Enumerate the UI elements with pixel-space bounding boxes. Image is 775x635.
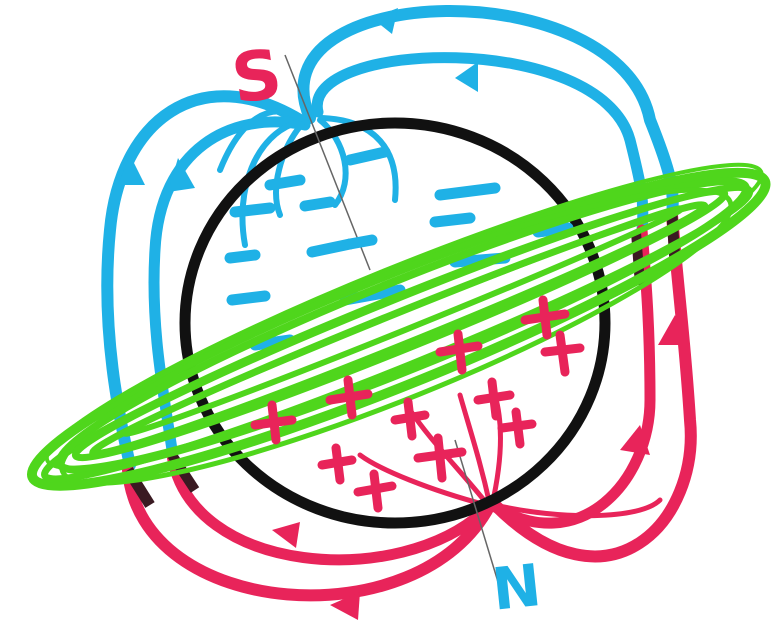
planet-ring [26, 162, 771, 491]
plus-charge [520, 295, 570, 340]
plus-charge [413, 433, 467, 483]
plus-charge [390, 397, 430, 441]
plus-charge [250, 400, 297, 445]
rotation-axis-lower [454, 439, 506, 606]
blue-field-line-inner-left [148, 116, 311, 456]
plus-charge [353, 469, 397, 513]
minus-charge [264, 174, 306, 191]
plus-charge [325, 375, 373, 420]
minus-charge [226, 290, 271, 306]
minus-charge [344, 146, 391, 166]
blue-inner-curve-2 [273, 121, 305, 218]
blue-inner-curve-1 [239, 119, 301, 248]
negative-charges [224, 146, 574, 351]
minus-charge [229, 202, 276, 218]
plus-charge [497, 407, 537, 449]
arrow-icon [118, 155, 145, 185]
north-pole-label: N [489, 551, 544, 624]
plus-charge [435, 329, 483, 375]
positive-charges [250, 295, 585, 513]
ring-stroke [121, 205, 685, 437]
minus-charge [344, 234, 378, 250]
plus-charge [317, 443, 357, 485]
blue-field-lines [101, 5, 679, 471]
rotation-axis [284, 54, 371, 271]
red-inner-curve-4 [357, 452, 489, 508]
sphere-outline [179, 117, 611, 529]
arrow-icon [658, 315, 688, 345]
blue-inner-curve-5 [217, 108, 303, 173]
ring-stroke [44, 162, 764, 470]
red-inner-curve-5 [492, 497, 663, 519]
arrow-icon [168, 158, 195, 192]
red-inner-curve-2 [457, 392, 493, 508]
red-field-line-outer-left [122, 464, 496, 602]
blue-inner-curve-4 [319, 115, 399, 203]
ring-stroke [59, 187, 734, 486]
minus-charge [429, 212, 476, 228]
minus-charge [532, 222, 574, 238]
arrow-icon [272, 522, 300, 548]
south-pole-label: S [227, 35, 287, 120]
plus-charge [540, 330, 585, 377]
minus-charge [434, 182, 501, 201]
arrow-icon [372, 8, 398, 34]
sphere [179, 54, 611, 606]
minus-charge [224, 249, 261, 264]
blue-field-line-outer-right [297, 5, 679, 221]
minus-charge [306, 238, 356, 258]
arrow-icon [455, 62, 478, 92]
arrow-icon [330, 592, 360, 620]
minus-charge [299, 196, 336, 212]
red-field-line-outer-right [489, 209, 697, 563]
arrow-icon [620, 425, 650, 455]
red-field-line-inner-left [166, 449, 491, 566]
plus-charge [473, 377, 515, 421]
